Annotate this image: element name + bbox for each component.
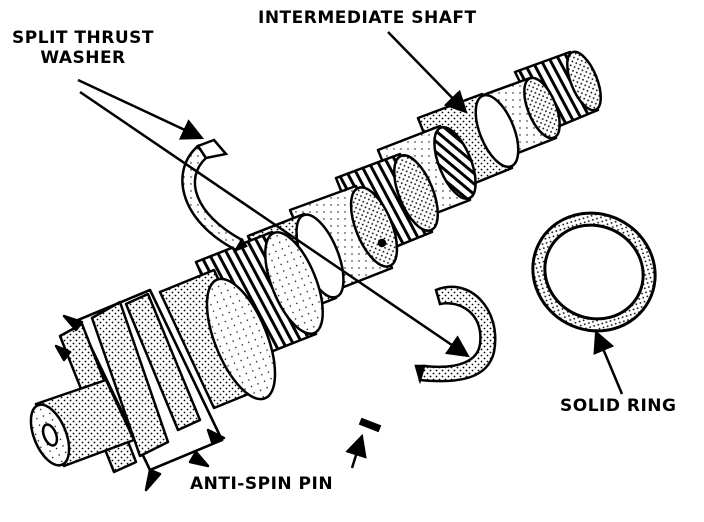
label-split-thrust-washer: SPLIT THRUST WASHER (8, 28, 158, 68)
solid-ring (531, 211, 657, 333)
label-intermediate-shaft: INTERMEDIATE SHAFT (258, 8, 477, 28)
leader-lines (77, 31, 624, 469)
anti-spin-pin (358, 417, 382, 433)
split-thrust-washer-lower (414, 285, 497, 385)
shaft-gear-band (158, 268, 277, 410)
label-solid-ring: SOLID RING (560, 396, 677, 416)
shaft-front-stub (29, 378, 136, 468)
label-anti-spin-pin: ANTI-SPIN PIN (190, 474, 334, 494)
label-split-thrust-washer-line1: SPLIT THRUST (12, 28, 154, 48)
label-split-thrust-washer-line2: WASHER (40, 48, 126, 68)
split-thrust-washer-upper (181, 138, 248, 253)
leader-split-washer-upper (77, 78, 205, 140)
intermediate-shaft (29, 50, 602, 492)
leader-solid-ring (593, 329, 624, 395)
leader-anti-spin-pin (345, 433, 367, 469)
leader-split-washer-lower (79, 90, 470, 358)
leader-intermediate-shaft (387, 31, 468, 114)
